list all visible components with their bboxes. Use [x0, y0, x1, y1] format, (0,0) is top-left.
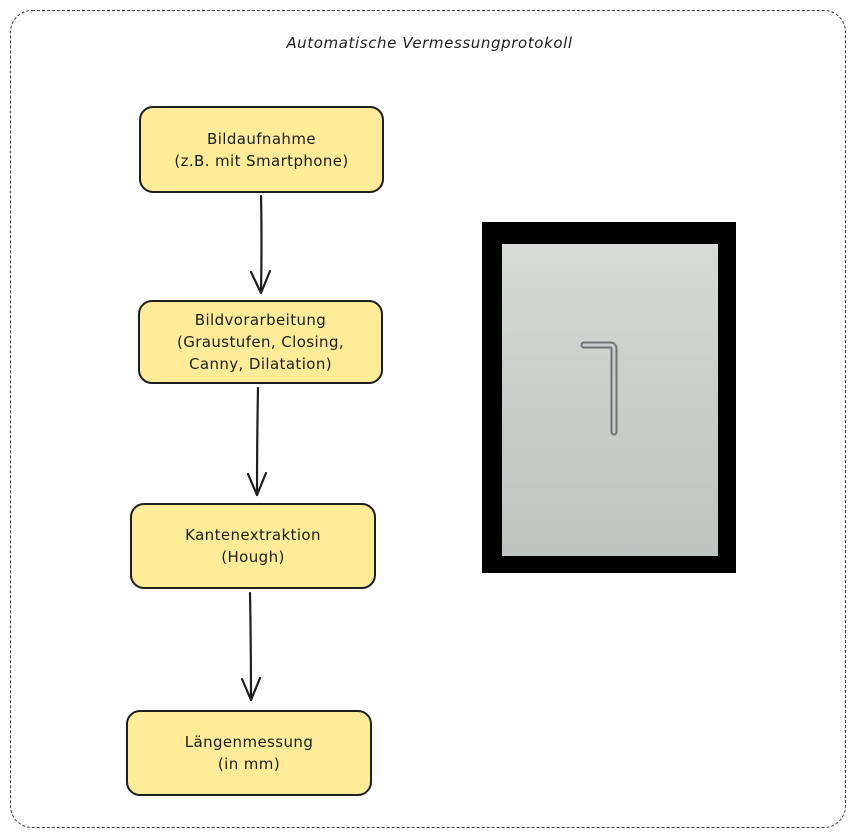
- step-detail-continued: Canny, Dilatation): [188, 355, 333, 373]
- allen-key-photo: [482, 222, 736, 573]
- step-preprocessing: Bildvorarbeitung (Graustufen, Closing, C…: [138, 300, 383, 384]
- photo-background: [502, 244, 718, 556]
- step-label: Längenmessung: [184, 733, 314, 751]
- step-detail: (Graustufen, Closing,: [176, 333, 345, 351]
- step-label: Kantenextraktion: [185, 526, 321, 544]
- step-image-capture: Bildaufnahme (z.B. mit Smartphone): [139, 106, 384, 193]
- step-edge-extraction: Kantenextraktion (Hough): [130, 503, 376, 589]
- step-detail: (in mm): [217, 755, 281, 773]
- step-label: Bildaufnahme: [207, 129, 316, 148]
- arrow-2: [246, 386, 268, 497]
- arrow-1: [249, 194, 272, 295]
- diagram-frame: [10, 10, 846, 828]
- step-length-measurement: Längenmessung (in mm): [126, 710, 372, 796]
- allen-key-icon: [580, 341, 618, 436]
- step-detail: (z.B. mit Smartphone): [174, 151, 349, 170]
- diagram-title: Automatische Vermessungprotokoll: [286, 34, 573, 52]
- arrow-3: [240, 591, 262, 702]
- step-label: Bildvorarbeitung: [194, 311, 327, 329]
- step-detail: (Hough): [221, 548, 285, 566]
